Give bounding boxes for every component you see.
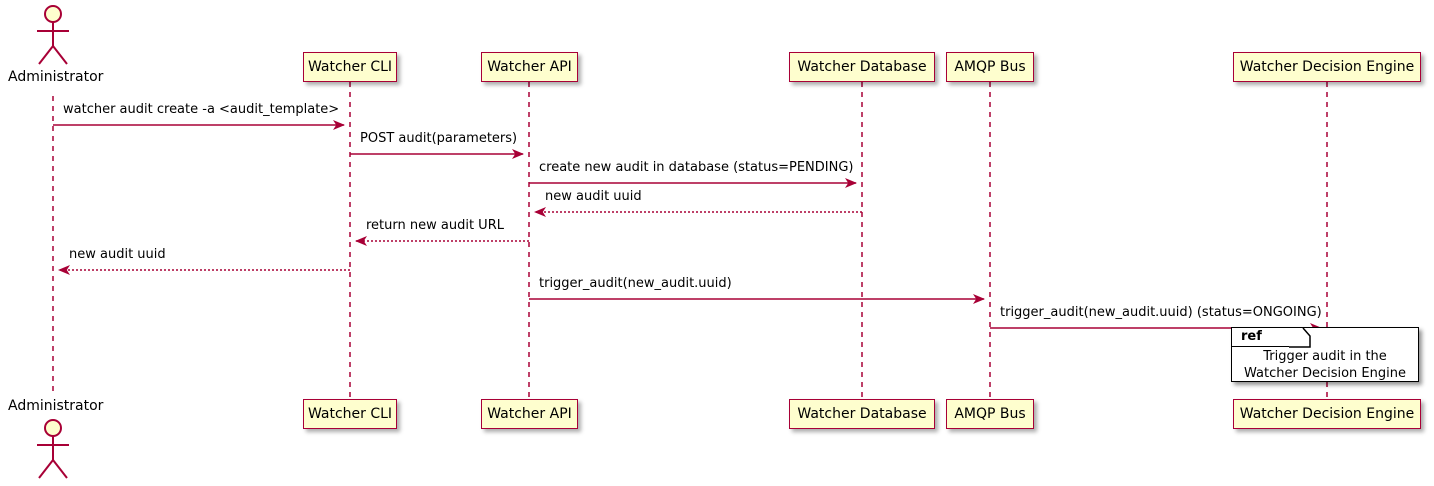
participant-label: Watcher Database (797, 59, 927, 75)
actor-label-administrator-top: Administrator (8, 69, 104, 85)
actor-label-administrator-bottom: Administrator (8, 398, 104, 414)
ref-tab-corner-icon (1289, 328, 1311, 348)
participant-label: AMQP Bus (954, 59, 1026, 75)
participant-label: Watcher CLI (307, 59, 393, 75)
actor-administrator-bottom (37, 419, 69, 479)
participant-watcher-database-bottom[interactable]: Watcher Database (789, 399, 935, 429)
ref-fragment-line-1: Trigger audit in the (1263, 349, 1387, 364)
participant-label: Watcher CLI (307, 406, 393, 422)
participant-watcher-cli-bottom[interactable]: Watcher CLI (303, 399, 397, 429)
message-label-3: create new audit in database (status=PEN… (539, 160, 854, 175)
message-label-4: new audit uuid (545, 189, 642, 204)
participant-watcher-api-bottom[interactable]: Watcher API (481, 399, 578, 429)
participant-label: Watcher Database (797, 406, 927, 422)
message-arrows (53, 120, 1322, 333)
participant-label: Watcher API (487, 406, 572, 422)
participant-amqp-bus-bottom[interactable]: AMQP Bus (946, 399, 1034, 429)
participant-watcher-decision-engine-top[interactable]: Watcher Decision Engine (1233, 52, 1421, 82)
participant-label: Watcher Decision Engine (1239, 59, 1415, 75)
participant-label: Watcher Decision Engine (1239, 406, 1415, 422)
message-label-1: watcher audit create -a <audit_template> (63, 102, 340, 117)
participant-label: AMQP Bus (954, 406, 1026, 422)
message-label-5: return new audit URL (366, 218, 504, 233)
participant-watcher-database-top[interactable]: Watcher Database (789, 52, 935, 82)
participant-amqp-bus-top[interactable]: AMQP Bus (946, 52, 1034, 82)
participant-watcher-api-top[interactable]: Watcher API (481, 52, 578, 82)
participant-label: Watcher API (487, 59, 572, 75)
participant-watcher-cli-top[interactable]: Watcher CLI (303, 52, 397, 82)
message-label-8: trigger_audit(new_audit.uuid) (status=ON… (1000, 305, 1322, 320)
ref-fragment[interactable]: ref Trigger audit in the Watcher Decisio… (1231, 327, 1419, 382)
ref-fragment-body: Trigger audit in the Watcher Decision En… (1232, 348, 1418, 382)
message-label-2: POST audit(parameters) (360, 131, 518, 146)
lifelines (52, 82, 1328, 398)
actor-administrator-top (37, 5, 69, 65)
message-label-6: new audit uuid (69, 247, 166, 262)
ref-fragment-tab-label: ref (1241, 329, 1262, 344)
ref-fragment-line-2: Watcher Decision Engine (1244, 366, 1406, 381)
message-label-7: trigger_audit(new_audit.uuid) (539, 276, 732, 291)
participant-watcher-decision-engine-bottom[interactable]: Watcher Decision Engine (1233, 399, 1421, 429)
